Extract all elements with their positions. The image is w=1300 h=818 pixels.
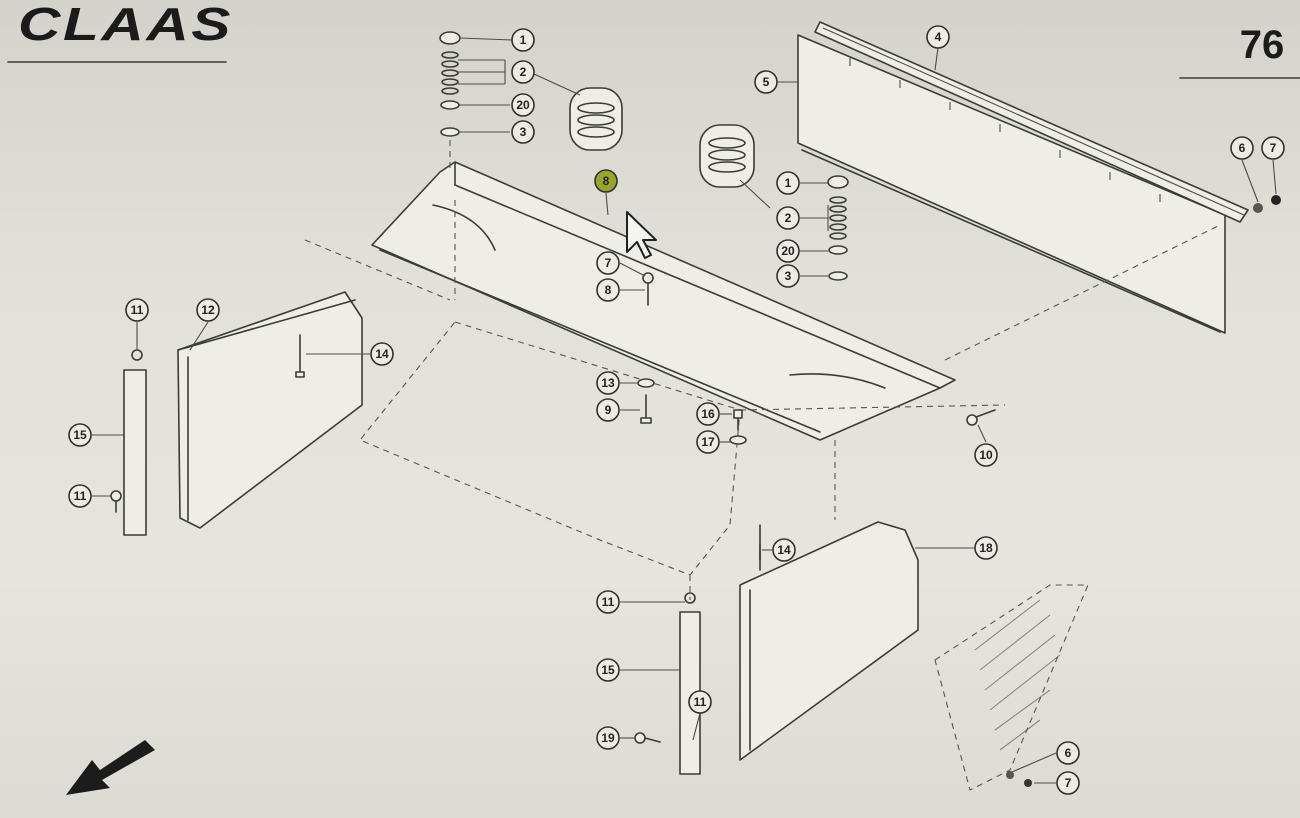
callout-19: 19 <box>596 726 620 750</box>
bolt-14-left <box>295 334 305 378</box>
callout-3-top-left: 3 <box>511 120 535 144</box>
callout-15-left: 15 <box>68 423 92 447</box>
washer-17 <box>729 435 747 445</box>
svg-text:12: 12 <box>201 303 215 317</box>
logo-text: CLAAS <box>18 0 233 50</box>
svg-text:2: 2 <box>520 65 527 79</box>
svg-text:4: 4 <box>935 30 942 44</box>
washer-7-bottom <box>1024 779 1032 787</box>
callout-7-center: 7 <box>596 251 620 275</box>
callout-12: 12 <box>196 298 220 322</box>
bolt-19 <box>634 732 661 744</box>
callout-11-left-top: 11 <box>125 298 149 322</box>
page-number: 76 <box>1240 23 1285 67</box>
right-side-plate <box>739 521 919 761</box>
svg-text:11: 11 <box>131 303 144 317</box>
bolt-10 <box>966 409 996 426</box>
svg-text:9: 9 <box>605 403 612 417</box>
callout-20-right: 20 <box>776 239 800 263</box>
svg-text:17: 17 <box>701 435 715 449</box>
pointer-cursor-icon <box>626 211 657 259</box>
callout-11-right-top: 11 <box>596 590 620 614</box>
callout-18: 18 <box>974 536 998 560</box>
svg-text:8: 8 <box>603 174 610 188</box>
svg-text:11: 11 <box>694 695 707 709</box>
spring-detail-bubble-left <box>569 87 623 151</box>
svg-text:1: 1 <box>520 33 527 47</box>
callout-14-left: 14 <box>370 342 394 366</box>
callout-6-top: 6 <box>1230 136 1254 160</box>
svg-text:15: 15 <box>601 663 615 677</box>
svg-text:1: 1 <box>785 176 792 190</box>
svg-text:11: 11 <box>602 595 615 609</box>
rear-panel <box>797 21 1249 334</box>
callout-8-center: 8 <box>596 278 620 302</box>
svg-text:7: 7 <box>1065 776 1072 790</box>
spring-stack-left <box>439 31 461 172</box>
left-hinge-bar <box>123 349 147 536</box>
bolt-16 <box>733 409 743 431</box>
callout-3-right: 3 <box>776 264 800 288</box>
nut-6-bottom <box>1006 771 1014 779</box>
callout-1-top-left: 1 <box>511 28 535 52</box>
callout-16: 16 <box>696 402 720 426</box>
svg-text:6: 6 <box>1065 746 1072 760</box>
svg-text:3: 3 <box>520 125 527 139</box>
svg-text:14: 14 <box>777 543 791 557</box>
svg-text:14: 14 <box>375 347 389 361</box>
svg-text:10: 10 <box>979 448 993 462</box>
callout-2-right: 2 <box>776 206 800 230</box>
svg-text:13: 13 <box>601 376 615 390</box>
svg-text:7: 7 <box>605 256 612 270</box>
callout-9: 9 <box>596 398 620 422</box>
nut-6-top <box>1253 203 1263 213</box>
bolt-8-center <box>642 272 654 306</box>
svg-text:7: 7 <box>1270 141 1277 155</box>
callout-4: 4 <box>926 25 950 49</box>
svg-text:18: 18 <box>979 541 993 555</box>
right-hinge-bar <box>679 592 701 775</box>
washer-13 <box>637 378 655 388</box>
callout-20-top-left: 20 <box>511 93 535 117</box>
svg-text:6: 6 <box>1239 141 1246 155</box>
washer-7-top <box>1271 195 1281 205</box>
svg-text:2: 2 <box>785 211 792 225</box>
left-side-plate <box>177 291 363 529</box>
claas-logo: CLAAS <box>18 0 233 50</box>
direction-arrow-icon <box>66 740 155 795</box>
svg-text:19: 19 <box>601 731 615 745</box>
spring-stack-right <box>827 175 849 281</box>
callout-11-left-bottom: 11 <box>68 484 92 508</box>
callout-1-right: 1 <box>776 171 800 195</box>
callout-13: 13 <box>596 371 620 395</box>
callout-14-right: 14 <box>772 538 796 562</box>
svg-text:3: 3 <box>785 269 792 283</box>
bolt-11-left-bottom <box>110 490 122 513</box>
callout-7-top: 7 <box>1261 136 1285 160</box>
svg-text:16: 16 <box>701 407 715 421</box>
callout-10: 10 <box>974 443 998 467</box>
callout-17: 17 <box>696 430 720 454</box>
svg-text:20: 20 <box>516 98 530 112</box>
deflector-plate <box>371 161 956 441</box>
bolt-9 <box>640 394 652 424</box>
spring-detail-bubble-right <box>699 124 755 188</box>
callout-6-bottom: 6 <box>1056 741 1080 765</box>
callout-15-right: 15 <box>596 658 620 682</box>
svg-text:5: 5 <box>763 75 770 89</box>
callout-5: 5 <box>754 70 778 94</box>
callout-8-highlighted[interactable]: 8 <box>594 169 618 193</box>
svg-text:20: 20 <box>781 244 795 258</box>
svg-text:8: 8 <box>605 283 612 297</box>
callout-11-right-bottom: 11 <box>688 690 712 714</box>
svg-text:15: 15 <box>73 428 87 442</box>
perforated-screen <box>934 584 1089 791</box>
leader-lines <box>92 37 1277 784</box>
callout-2-top-left: 2 <box>511 60 535 84</box>
svg-text:11: 11 <box>74 489 87 503</box>
callout-7-bottom: 7 <box>1056 771 1080 795</box>
